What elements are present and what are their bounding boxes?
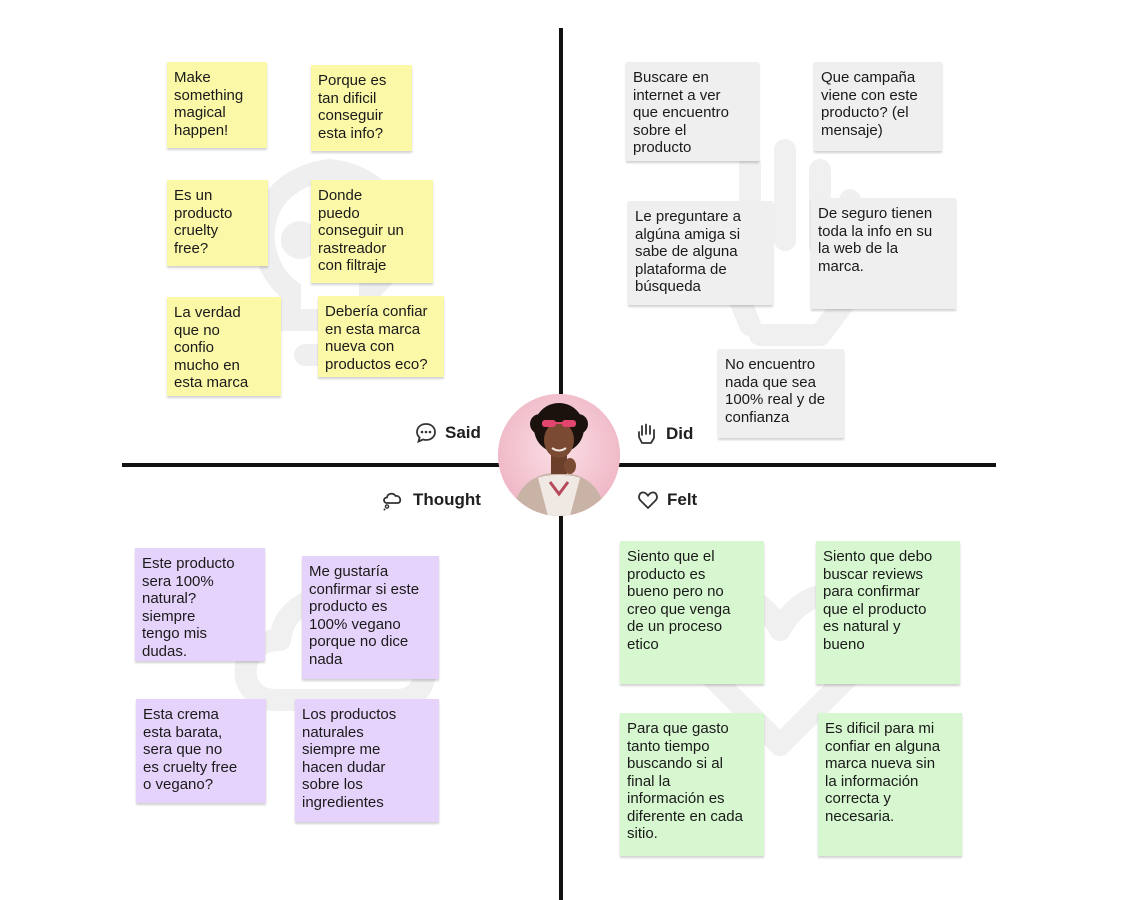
heart-icon (638, 491, 658, 509)
sticky-note-felt-2[interactable]: Siento que debo buscar reviews para conf… (816, 541, 960, 684)
sticky-note-thought-2[interactable]: Me gustaría confirmar si este producto e… (302, 556, 439, 679)
sticky-note-said-5[interactable]: La verdad que no confio mucho en esta ma… (167, 297, 281, 396)
sticky-note-did-5[interactable]: No encuentro nada que sea 100% real y de… (718, 349, 844, 438)
sticky-note-did-3[interactable]: Le preguntare a algúna amiga si sabe de … (628, 201, 773, 305)
sticky-note-felt-3[interactable]: Para que gasto tanto tiempo buscando si … (620, 713, 764, 856)
label-said: Said (415, 422, 481, 444)
label-felt: Felt (637, 489, 697, 511)
sticky-note-did-2[interactable]: Que campaña viene con este producto? (el… (814, 62, 942, 151)
speech-bubble-icon (416, 423, 436, 444)
label-did: Did (636, 422, 693, 446)
label-did-text: Did (666, 424, 694, 443)
sticky-note-said-2[interactable]: Porque es tan dificil conseguir esta inf… (311, 65, 412, 151)
label-thought: Thought (381, 489, 481, 511)
sticky-note-said-4[interactable]: Donde puedo conseguir un rastreador con … (311, 180, 433, 283)
sticky-note-said-3[interactable]: Es un producto cruelty free? (167, 180, 268, 266)
sticky-note-felt-4[interactable]: Es dificil para mi confiar en alguna mar… (818, 713, 962, 856)
sticky-note-said-6[interactable]: Debería confiar en esta marca nueva con … (318, 296, 444, 377)
sticky-note-did-1[interactable]: Buscare en internet a ver que encuentro … (626, 62, 759, 161)
sticky-note-thought-4[interactable]: Los productos naturales siempre me hacen… (295, 699, 439, 822)
sticky-note-thought-1[interactable]: Este producto sera 100% natural? siempre… (135, 548, 265, 661)
sticky-note-said-1[interactable]: Make something magical happen! (167, 62, 267, 148)
person-illustration (498, 394, 620, 516)
label-thought-text: Thought (413, 490, 481, 509)
user-avatar (498, 394, 620, 516)
sticky-note-did-4[interactable]: De seguro tienen toda la info en su la w… (811, 198, 956, 309)
sticky-note-felt-1[interactable]: Siento que el producto es bueno pero no … (620, 541, 764, 684)
thought-cloud-icon (383, 492, 402, 511)
label-felt-text: Felt (667, 490, 698, 509)
hand-icon (638, 423, 655, 444)
label-said-text: Said (445, 423, 481, 442)
sticky-note-thought-3[interactable]: Esta crema esta barata, sera que no es c… (136, 699, 266, 803)
